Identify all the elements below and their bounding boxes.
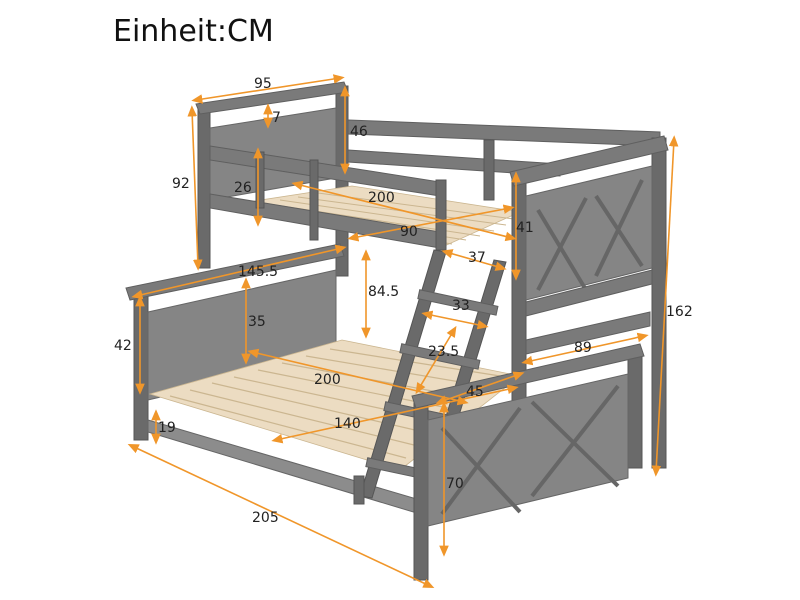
upper-back-rail <box>347 119 661 147</box>
dim-bottom-width: 140 <box>334 416 361 432</box>
dim-leg-height: 19 <box>158 420 176 436</box>
dim-bottom-guard-height: 35 <box>248 314 266 330</box>
dim-ladder-step: 23.5 <box>428 344 459 360</box>
dim-top-length: 200 <box>368 190 395 206</box>
upper-ladder-post <box>435 179 447 251</box>
dimension-labels: 95 7 46 92 26 200 90 37 41 145.5 84.5 33… <box>114 76 693 526</box>
lower-back-right-post <box>627 351 643 469</box>
dim-top-total-height: 92 <box>172 176 190 192</box>
dim-clearance: 84.5 <box>368 284 399 300</box>
unit-title: Einheit:CM <box>113 14 274 49</box>
dim-top-guard-height: 26 <box>234 180 252 196</box>
dim-footboard-height: 70 <box>446 476 464 492</box>
dim-ladder-opening: 37 <box>468 250 486 266</box>
upper-back-ladder-post <box>483 139 495 201</box>
bed-frame <box>125 81 669 581</box>
dim-top-width: 95 <box>254 76 272 92</box>
upper-guard-post-2 <box>309 159 319 241</box>
dim-ladder-width: 33 <box>452 298 470 314</box>
lower-left-post <box>133 289 149 441</box>
dim-total-length: 205 <box>252 510 279 526</box>
dim-top-inner-width: 90 <box>400 224 418 240</box>
dim-top-rail-height: 46 <box>350 124 368 140</box>
dim-top-headboard-gap: 7 <box>272 110 281 126</box>
dim-bottom-rail-length: 145.5 <box>238 264 278 280</box>
dim-total-height: 162 <box>666 304 693 320</box>
dim-top-end-height: 41 <box>516 220 534 236</box>
dimension-lines <box>127 74 679 589</box>
dim-ladder-depth: 45 <box>466 384 484 400</box>
dim-side-rail: 89 <box>574 340 592 356</box>
ladder-foot <box>353 475 365 505</box>
dim-bottom-headboard-height: 42 <box>114 338 132 354</box>
lower-front-right-post <box>413 397 429 581</box>
upper-back-left-post <box>197 107 211 269</box>
dim-bottom-length: 200 <box>314 372 341 388</box>
